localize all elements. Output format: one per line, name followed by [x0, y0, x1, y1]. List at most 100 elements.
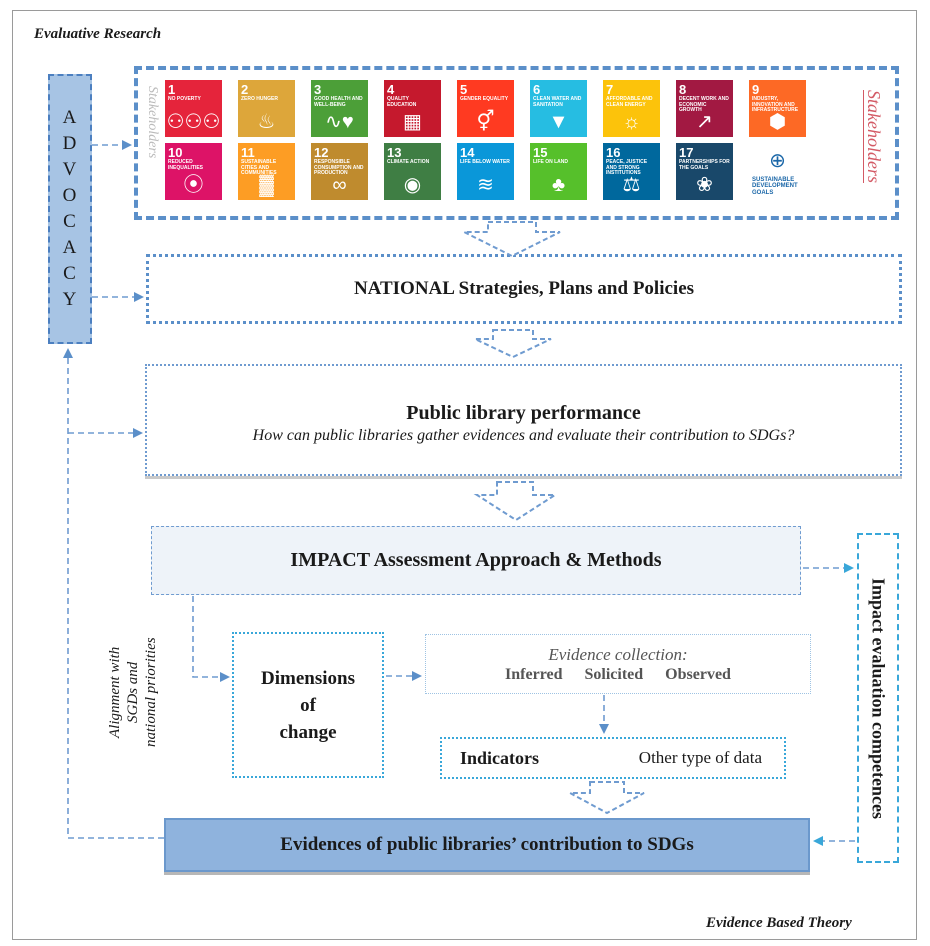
sdg-tile-14: 14Life below water ≋ — [457, 143, 514, 200]
performance-question: How can public libraries gather evidence… — [252, 426, 795, 444]
dove-icon: ⚖ — [622, 174, 641, 196]
impact-assessment-box: IMPACT Assessment Approach & Methods — [151, 526, 801, 595]
sdg-tile-15: 15Life on land♣ — [530, 143, 587, 200]
sdg-number: 12 — [314, 145, 329, 160]
sdg-tile-11: 11Sustainable cities and communities▓ — [238, 143, 295, 200]
un-emblem-icon: ⊕ — [769, 150, 786, 172]
sdg-label: Reduced inequalities — [168, 159, 204, 171]
alignment-line: national priorities — [143, 637, 159, 748]
sdg-tile-2: 2Zero hunger♨ — [238, 80, 295, 137]
sdg-number: 15 — [533, 145, 548, 160]
evidence-collection-title: Evidence collection: — [548, 645, 688, 664]
alignment-line: SGDs and — [125, 661, 141, 724]
evidence-types: Inferred Solicited Observed — [426, 666, 810, 684]
growth-chart-icon: ↗ — [696, 111, 713, 133]
sdg-number: 11 — [241, 145, 255, 160]
sdg-tile-10: 10Reduced inequalities ⦿ — [165, 143, 222, 200]
sdg-number: 5 — [460, 82, 468, 97]
sun-icon: ☼ — [622, 111, 641, 133]
dimensions-line: Dimensions — [261, 667, 355, 689]
sdg-tile-5: 5Gender equality ⚥ — [457, 80, 514, 137]
other-data-label: Other type of data — [638, 748, 762, 767]
fish-icon: ≋ — [477, 174, 494, 196]
evidence-type: Solicited — [584, 666, 644, 683]
infinity-icon: ∞ — [332, 174, 347, 196]
sdg-number: 17 — [679, 145, 694, 160]
sdg-label: Peace, justice and strong institutions — [606, 159, 648, 176]
sdg-number: 4 — [387, 82, 395, 97]
evaluative-research-label: Evaluative Research — [34, 26, 162, 42]
sdg-label: No poverty — [168, 96, 201, 102]
advocacy-letter: D — [62, 133, 78, 154]
sdg-label: Affordable and clean energy — [606, 96, 653, 108]
sdg-tile-6: 6Clean water and sanitation▼ — [530, 80, 587, 137]
performance-box: Public library performance How can publi… — [145, 364, 902, 476]
sdg-label: Life below water — [460, 159, 510, 165]
people-icon: ⚇⚇⚇ — [166, 111, 221, 133]
national-strategies-box: NATIONAL Strategies, Plans and Policies — [146, 254, 902, 324]
advocacy-letter: V — [62, 159, 78, 180]
evidence-type: Inferred — [505, 666, 563, 683]
sdg-tile-12: 12Responsible consumption and production… — [311, 143, 368, 200]
indicators-box: Indicators Other type of data — [440, 737, 786, 779]
sdg-tile-4: 4Quality education▦ — [384, 80, 441, 137]
sdg-number: 14 — [460, 145, 475, 160]
advocacy-letter: C — [63, 263, 77, 284]
evidence-type: Observed — [665, 666, 731, 683]
sdg-tile-16: 16Peace, justice and strong institutions… — [603, 143, 660, 200]
cubes-icon: ⬢ — [768, 111, 787, 133]
sdg-label: Decent work and economic growth — [679, 96, 729, 113]
sdg-label: Life on land — [533, 159, 568, 165]
sdg-number: 16 — [606, 145, 621, 160]
alignment-line: Alignment with — [107, 646, 123, 739]
sdg-label: Sustainable Development Goals — [752, 176, 798, 196]
impact-competences-box: Impact evaluation competences — [857, 533, 899, 863]
sdg-number: 9 — [752, 82, 760, 97]
equality-icon: ⦿ — [183, 174, 204, 196]
dimensions-line: change — [279, 721, 337, 743]
sdg-tile-8: 8Decent work and economic growth↗ — [676, 80, 733, 137]
city-icon: ▓ — [259, 174, 274, 196]
gender-icon: ⚥ — [476, 111, 495, 133]
sdg-label: Industry, innovation and infrastructure — [752, 96, 799, 113]
advocacy-letter: A — [62, 237, 78, 258]
sdg-label: Gender equality — [460, 96, 509, 102]
sdg-number: 7 — [606, 82, 614, 97]
sdg-label: Climate action — [387, 159, 430, 165]
sdg-label: Responsible consumption and production — [314, 159, 364, 176]
sdg-number: 13 — [387, 145, 402, 160]
sdg-tile-13: 13Climate action◉ — [384, 143, 441, 200]
advocacy-box: A D V O C A C Y — [48, 74, 92, 344]
dimensions-line: of — [300, 694, 316, 716]
national-strategies-title: NATIONAL Strategies, Plans and Policies — [353, 278, 695, 299]
sdg-logo-tile: Sustainable Development Goals ⊕ — [749, 143, 806, 200]
advocacy-letter: A — [62, 107, 78, 128]
sdg-number: 10 — [168, 145, 183, 160]
indicators-label: Indicators — [460, 747, 540, 768]
sdg-stakeholders-box — [134, 66, 899, 220]
rings-icon: ❀ — [696, 174, 713, 196]
sdg-number: 3 — [314, 82, 322, 97]
advocacy-letter: Y — [62, 289, 78, 310]
stakeholders-label: Stakeholders — [864, 90, 884, 183]
advocacy-letter: C — [63, 211, 77, 232]
sdg-tile-9: 9Industry, innovation and infrastructure… — [749, 80, 806, 137]
sdg-grid: 1No poverty⚇⚇⚇2Zero hunger♨3Good health … — [165, 80, 815, 208]
sdg-tile-7: 7Affordable and clean energy ☼ — [603, 80, 660, 137]
sdg-label: Zero hunger — [241, 96, 278, 102]
sdg-tile-17: 17Partnerships for the goals❀ — [676, 143, 733, 200]
evidences-title: Evidences of public libraries’ contribut… — [280, 834, 694, 855]
stakeholders-label-faded: Stakeholders — [145, 86, 160, 159]
evidences-box: Evidences of public libraries’ contribut… — [164, 818, 810, 872]
book-icon: ▦ — [403, 111, 422, 133]
sdg-number: 6 — [533, 82, 541, 97]
advocacy-letter: O — [62, 185, 78, 206]
sdg-number: 2 — [241, 82, 249, 97]
sdg-tile-3: 3Good health and well-being ∿♥ — [311, 80, 368, 137]
dimensions-of-change-box: Dimensions of change — [232, 632, 384, 778]
evidence-collection-box: Evidence collection: Inferred Solicited … — [425, 634, 811, 694]
impact-competences-title: Impact evaluation competences — [868, 577, 889, 819]
alignment-label: Alignment with SGDs and national priorit… — [106, 610, 168, 775]
heartbeat-icon: ∿♥ — [325, 111, 354, 133]
sdg-label: Good health and well-being — [314, 96, 363, 108]
